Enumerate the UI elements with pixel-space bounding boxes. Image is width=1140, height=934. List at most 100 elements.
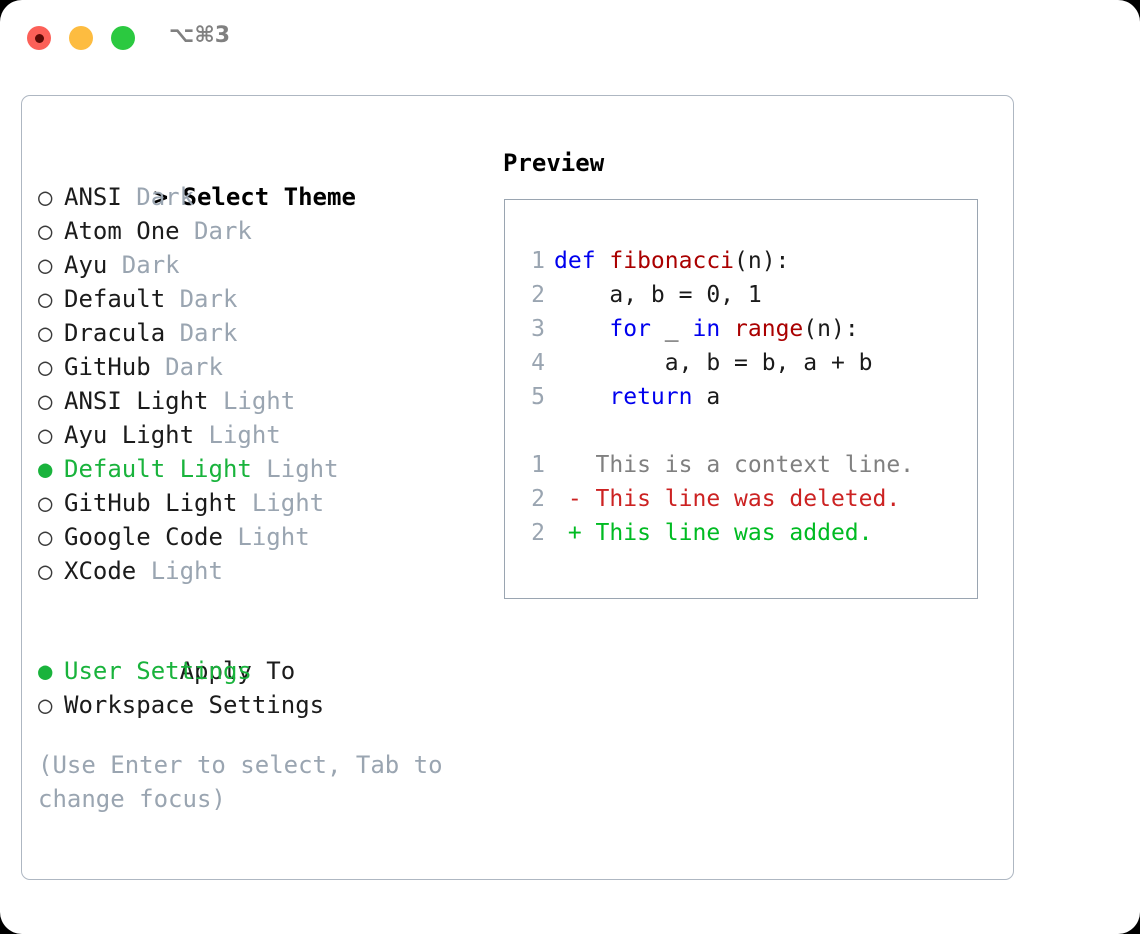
title-bar: ⌥⌘3 — [0, 0, 1140, 78]
line-number: 1 — [531, 452, 545, 478]
theme-category-label: Dark — [165, 285, 238, 313]
radio-unselected-icon[interactable]: ○ — [38, 489, 53, 517]
keyboard-hint: (Use Enter to select, Tab to change focu… — [38, 751, 443, 813]
line-number: 2 — [531, 486, 545, 512]
apply-to-item-label: User Settings — [64, 657, 252, 685]
theme-list-item[interactable]: ○ Atom One Dark — [38, 214, 488, 248]
line-number: 1 — [531, 248, 545, 274]
code-token: a, b = b, a + b — [554, 350, 873, 376]
theme-list-item[interactable]: ○ Ayu Light Light — [38, 418, 488, 452]
theme-category-label: Light — [208, 387, 296, 415]
radio-unselected-icon[interactable]: ○ — [38, 387, 53, 415]
code-line: 3 for _ in range(n): — [519, 312, 977, 346]
radio-selected-icon[interactable]: ● — [38, 455, 53, 483]
code-token: return — [609, 384, 693, 410]
theme-category-label: Dark — [179, 217, 252, 245]
radio-unselected-icon[interactable]: ○ — [38, 183, 53, 211]
line-number: 4 — [531, 350, 545, 376]
line-number: 5 — [531, 384, 545, 410]
theme-name: GitHub — [64, 353, 151, 381]
theme-category-label: Dark — [107, 251, 180, 279]
radio-unselected-icon[interactable]: ○ — [38, 557, 53, 585]
apply-to-item[interactable]: ● User Settings — [38, 654, 488, 688]
theme-name: Google Code — [64, 523, 223, 551]
code-token: for — [609, 316, 651, 342]
theme-list-item[interactable]: ○ Google Code Light — [38, 520, 488, 554]
theme-list-item[interactable]: ○Dracula Dark — [38, 316, 488, 350]
theme-name: Default Light — [64, 455, 252, 483]
apply-to-list: ● User Settings ○Workspace Settings — [38, 654, 488, 722]
theme-list-item[interactable]: ○XCode Light — [38, 554, 488, 588]
code-line: 4 a, b = b, a + b — [519, 346, 977, 380]
code-line: 1 def fibonacci(n): — [519, 244, 977, 278]
code-line: 5 return a — [519, 380, 977, 414]
page-title: Select Theme — [182, 183, 356, 211]
radio-unselected-icon[interactable]: ○ — [38, 523, 53, 551]
theme-list-item[interactable]: ○ Ayu Dark — [38, 248, 488, 282]
theme-category-label: Light — [237, 489, 325, 517]
theme-picker-column: > Select Theme ○ANSI Dark○Atom One Dark○… — [38, 146, 488, 816]
code-gap — [519, 414, 977, 448]
code-token: fibonacci — [609, 248, 735, 274]
radio-unselected-icon[interactable]: ○ — [38, 217, 53, 245]
theme-list-item[interactable]: ○ GitHub Light Light — [38, 486, 488, 520]
diff-sample: 1 This is a context line. 2 - This line w… — [519, 448, 977, 550]
section-spacer — [38, 588, 488, 620]
code-token: + This line was added. — [554, 520, 873, 546]
code-token: _ — [650, 316, 693, 342]
code-token: (n): — [803, 316, 859, 342]
code-token — [554, 316, 609, 342]
radio-selected-icon[interactable]: ● — [38, 657, 53, 685]
theme-name: Default — [64, 285, 166, 313]
radio-unselected-icon[interactable]: ○ — [38, 251, 53, 279]
code-token — [554, 384, 609, 410]
theme-category-label: Dark — [150, 353, 223, 381]
code-token: - This line was deleted. — [554, 486, 901, 512]
theme-list-item[interactable]: ○ Default Dark — [38, 282, 488, 316]
minimize-button[interactable] — [69, 26, 93, 50]
theme-category-label: Light — [222, 523, 310, 551]
theme-name: GitHub Light — [64, 489, 238, 517]
code-token: a, b = 0, 1 — [554, 282, 762, 308]
line-number: 2 — [531, 282, 545, 308]
code-token: in — [692, 316, 735, 342]
theme-category-label: Light — [194, 421, 281, 449]
diff-line: 2 + This line was added. — [519, 516, 977, 550]
code-token: a — [692, 384, 721, 410]
theme-picker-title: > Select Theme — [38, 146, 488, 211]
code-token: (n): — [734, 248, 790, 274]
line-number: 2 — [531, 520, 545, 546]
radio-unselected-icon[interactable]: ○ — [38, 285, 53, 313]
theme-list-item[interactable]: ○ANSI Dark — [38, 180, 488, 214]
code-token: This is a context line. — [554, 452, 915, 478]
code-token: def — [554, 248, 610, 274]
theme-category-label: Dark — [121, 183, 195, 211]
recording-dot-icon — [34, 33, 44, 43]
close-button[interactable] — [27, 26, 51, 50]
theme-name: Ayu Light — [64, 421, 195, 449]
radio-unselected-icon[interactable]: ○ — [38, 421, 53, 449]
line-number: 3 — [531, 316, 545, 342]
apply-to-label: Apply To — [179, 657, 296, 685]
apply-to-item[interactable]: ○Workspace Settings — [38, 688, 488, 722]
code-token: range — [734, 316, 804, 342]
theme-name: Atom One — [64, 217, 180, 245]
radio-unselected-icon[interactable]: ○ — [38, 691, 53, 719]
theme-name: Dracula — [64, 319, 166, 347]
keyboard-shortcut-label: ⌥⌘3 — [169, 23, 231, 48]
theme-category-label: Light — [251, 455, 339, 483]
theme-list-item[interactable]: ● Default Light Light — [38, 452, 488, 486]
maximize-button[interactable] — [111, 26, 135, 50]
focus-caret-icon: > — [153, 183, 183, 211]
apply-to-title: Apply To — [38, 620, 488, 685]
radio-unselected-icon[interactable]: ○ — [38, 353, 53, 381]
theme-list: ○ANSI Dark○Atom One Dark○Ayu Dark○Defaul… — [38, 180, 488, 588]
theme-list-item[interactable]: ○ GitHub Dark — [38, 350, 488, 384]
theme-list-item[interactable]: ○ANSI Light Light — [38, 384, 488, 418]
theme-name: Ayu — [64, 251, 108, 279]
radio-unselected-icon[interactable]: ○ — [38, 319, 53, 347]
